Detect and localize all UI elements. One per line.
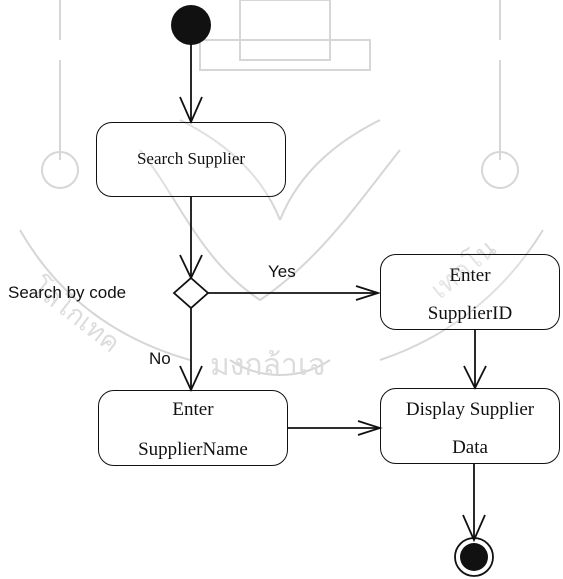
end-node: [460, 543, 488, 571]
action-enter-supplier-id: Enter SupplierID: [380, 254, 560, 330]
arrowhead: [462, 514, 486, 543]
action-display-supplier-data: Display Supplier Data: [380, 388, 560, 464]
action-search-supplier-label: Search Supplier: [136, 149, 246, 168]
yes-label: Yes: [268, 262, 296, 281]
decision-label: Search by code: [8, 283, 127, 302]
action-enter-supplier-id-line1: Enter: [449, 265, 491, 286]
action-search-supplier: Search Supplier: [96, 122, 286, 197]
end-node-ring: [454, 537, 494, 577]
action-enter-supplier-name-line2: SupplierName: [138, 439, 248, 460]
action-display-supplier-data-line1: Display Supplier: [405, 399, 535, 420]
start-node: [171, 5, 211, 45]
decision-node: [172, 276, 210, 310]
arrowhead: [355, 285, 381, 301]
action-enter-supplier-name-line1: Enter: [172, 399, 214, 420]
action-enter-supplier-id-line2: SupplierID: [427, 303, 513, 324]
no-label: No: [149, 349, 171, 368]
action-enter-supplier-name: Enter SupplierName: [98, 390, 288, 466]
svg-text:มงกล้าเจ: มงกล้าเจ: [210, 349, 326, 382]
action-display-supplier-data-line2: Data: [452, 437, 488, 458]
